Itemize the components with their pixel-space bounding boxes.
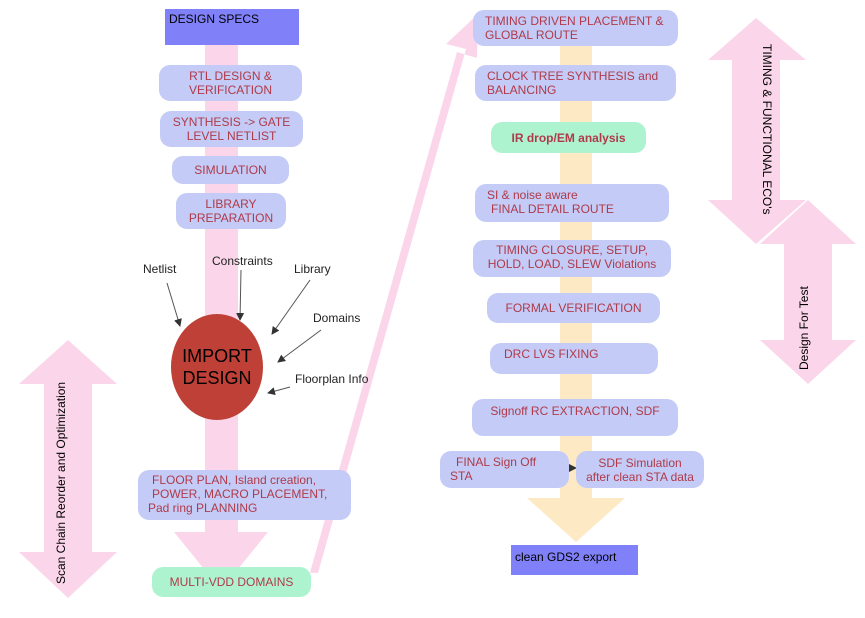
final-sta-line-1: FINAL Sign Off [456,455,537,469]
constraints-arrow [236,269,245,321]
eco-double-arrow [708,18,806,244]
simulation-box: SIMULATION [172,156,289,184]
ir-drop-box: IR drop/EM analysis [491,122,646,153]
timing-closure-box: TIMING CLOSURE, SETUP, HOLD, LOAD, SLEW … [473,240,671,277]
multi-vdd-label: MULTI-VDD DOMAINS [169,575,294,589]
right-flow-arrow [527,40,625,542]
si-noise-line-1: SI & noise aware [487,188,578,202]
netlist-arrow [166,282,182,327]
si-noise-line-2: FINAL DETAIL ROUTE [491,202,614,216]
floorplan-arrow [267,386,291,396]
library-prep-line-2: PREPARATION [188,211,274,225]
synthesis-line-1: SYNTHESIS -> GATE [172,115,291,129]
timing-closure-line-1: TIMING CLOSURE, SETUP, [496,243,648,257]
library-prep-box: LIBRARY PREPARATION [176,193,286,229]
library-arrow [271,279,311,335]
design-specs-label: DESIGN SPECS [169,12,260,26]
signoff-rc-box: Signoff RC EXTRACTION, SDF [472,399,678,436]
import-design-line-2: DESIGN [182,368,252,388]
cts-box: CLOCK TREE SYNTHESIS and BALANCING [475,65,676,101]
formal-verification-label: FORMAL VERIFICATION [505,301,642,315]
floorplan-info-label: Floorplan Info [295,372,369,386]
domains-label: Domains [313,311,361,325]
final-sta-line-2: STA [450,469,473,483]
formal-verification-box: FORMAL VERIFICATION [487,293,660,323]
scan-chain-label: Scan Chain Reorder and Optimization [54,381,68,584]
cts-line-1: CLOCK TREE SYNTHESIS and [487,69,659,83]
sdf-sim-line-2: after clean STA data [586,469,694,484]
timing-closure-line-2: HOLD, LOAD, SLEW Violations [487,257,657,271]
sdf-simulation-box: SDF Simulation after clean STA data [576,451,704,488]
floor-plan-line-1: FLOOR PLAN, Island creation, [152,473,317,487]
timing-placement-line-1: TIMING DRIVEN PLACEMENT & [485,14,664,28]
signoff-rc-label: Signoff RC EXTRACTION, SDF [490,404,660,418]
simulation-label: SIMULATION [194,163,267,177]
eco-label: TIMING & FUNCTIONAL ECO's [760,44,774,215]
domains-arrow [277,329,322,363]
design-specs-box: DESIGN SPECS [165,9,299,45]
rtl-line-2: VERIFICATION [188,83,273,97]
timing-placement-box: TIMING DRIVEN PLACEMENT & GLOBAL ROUTE [473,10,678,46]
diagonal-flow-arrow [292,14,478,576]
import-design-node: IMPORT DESIGN [171,314,263,420]
synthesis-line-2: LEVEL NETLIST [186,129,277,143]
dft-label: Design For Test [797,286,811,370]
multi-vdd-box: MULTI-VDD DOMAINS [152,567,311,597]
rtl-line-1: RTL DESIGN & [189,69,272,83]
si-noise-box: SI & noise aware FINAL DETAIL ROUTE [475,184,669,222]
floor-plan-box: FLOOR PLAN, Island creation, POWER, MACR… [138,470,351,520]
drc-lvs-box: DRC LVS FIXING [490,343,658,374]
import-design-line-1: IMPORT [182,346,252,366]
floor-plan-line-2: POWER, MACRO PLACEMENT, [152,487,328,501]
constraints-label: Constraints [212,254,273,268]
timing-placement-line-2: GLOBAL ROUTE [485,28,578,42]
gds-export-label: clean GDS2 export [515,550,617,564]
library-prep-line-1: LIBRARY [205,197,257,211]
drc-lvs-label: DRC LVS FIXING [504,347,599,361]
floor-plan-line-3: Pad ring PLANNING [148,501,258,515]
rtl-design-box: RTL DESIGN & VERIFICATION [159,65,302,101]
library-label: Library [294,262,331,276]
gds-export-box: clean GDS2 export [511,545,638,575]
final-sta-box: FINAL Sign Off STA [440,451,569,488]
dft-double-arrow [760,200,856,384]
netlist-label: Netlist [143,262,177,276]
cts-line-2: BALANCING [487,83,557,97]
sdf-sim-line-1: SDF Simulation [598,455,682,470]
scan-chain-double-arrow [19,340,117,598]
ir-drop-label: IR drop/EM analysis [511,130,626,145]
synthesis-box: SYNTHESIS -> GATE LEVEL NETLIST [160,111,303,147]
